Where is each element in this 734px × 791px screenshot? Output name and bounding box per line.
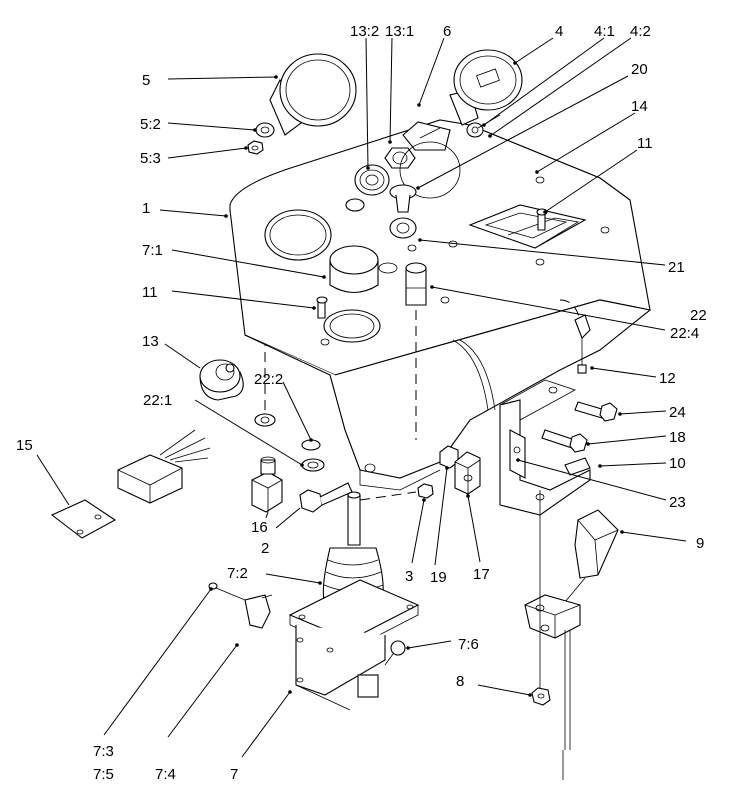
label-17: 17 [473,566,490,583]
label-7-5: 7:5 [93,766,114,783]
switch-block-16 [251,456,283,513]
label-5-3: 5:3 [140,150,161,167]
label-24: 24 [669,404,686,421]
label-3: 3 [405,568,413,585]
screw-7-3 [208,582,251,603]
clip-12 [574,314,591,374]
potentiometer-13 [199,359,244,401]
label-7-6: 7:6 [458,636,479,653]
label-22-2: 22:2 [254,371,283,388]
gauge-5 [269,53,357,136]
label-8: 8 [456,673,464,690]
nut-22-1 [301,458,325,472]
nut-5-3 [247,140,264,155]
nut-3 [359,483,434,501]
label-7-1: 7:1 [142,242,163,259]
bolt-2 [299,482,353,513]
washer-4-1 [466,122,484,138]
leader-lines [36,37,687,758]
linkage-bracket [524,594,581,639]
label-9: 9 [696,535,704,552]
nut-16-top [254,413,276,427]
handle-9 [559,509,619,609]
label-22: 22 [690,307,707,324]
bezel-ring [399,141,461,199]
label-7: 7 [230,766,238,783]
label-7-3: 7:3 [93,743,114,760]
label-4-1: 4:1 [594,23,615,40]
label-13-2: 13:2 [350,23,379,40]
boot-cap-7-1 [329,245,379,294]
knob-7-6 [384,640,406,666]
label-23: 23 [669,494,686,511]
microswitch-7-4 [244,594,273,629]
gauge-4 [449,49,523,126]
label-12: 12 [659,370,676,387]
bolt-18 [541,429,588,453]
label-7-2: 7:2 [227,565,248,582]
label-22-4: 22:4 [670,325,699,342]
plate-23 [509,429,526,479]
label-14: 14 [631,98,648,115]
nut-8 [531,687,551,706]
ignition-ring-13-2 [354,164,390,196]
label-22-1: 22:1 [143,392,172,409]
label-1: 1 [142,200,150,217]
ignition-nut-13-1 [384,147,416,169]
wire-connector [117,429,211,504]
label-18: 18 [669,429,686,446]
label-5-2: 5:2 [140,116,161,133]
nut-5-2 [255,122,275,138]
knob-20 [389,184,417,213]
label-11-left: 11 [142,284,158,301]
label-21: 21 [668,259,685,276]
label-11-right: 11 [637,135,653,152]
label-13-1: 13:1 [385,23,414,40]
label-20: 20 [631,61,648,78]
label-5: 5 [142,72,150,89]
console-housing [229,119,652,491]
label-4-2: 4:2 [630,23,651,40]
label-7-4: 7:4 [155,766,176,783]
label-13: 13 [142,333,159,350]
label-6: 6 [443,23,451,40]
screw-11-left [316,296,328,319]
label-19: 19 [430,569,447,586]
cover-plate-15 [50,499,117,539]
joystick-7 [288,491,420,711]
bushing-21 [389,217,417,239]
label-10: 10 [669,455,686,472]
label-15: 15 [16,437,33,454]
cable-rod [562,630,571,780]
pin-22 [405,262,427,306]
label-16: 16 [251,519,268,536]
block-17 [454,451,481,495]
bolt-24 [574,401,618,422]
callout-labels: 13:2 13:1 6 4 4:1 4:2 5 20 14 5:2 5:3 11… [16,23,707,783]
label-4: 4 [555,23,563,40]
label-2: 2 [261,540,269,557]
